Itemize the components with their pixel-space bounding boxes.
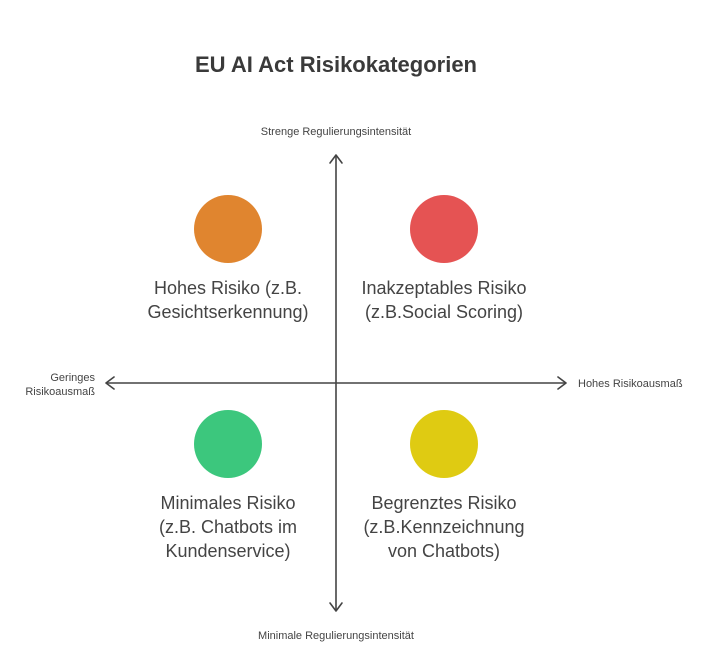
unacceptable-risk-dot [410,195,478,263]
axis-label-top: Strenge Regulierungsintensität [260,126,412,138]
axis-label-right: Hohes Risikoausmaß [578,378,683,390]
minimal-risk-label: Minimales Risiko (z.B. Chatbots im Kunde… [158,493,298,561]
minimal-risk-dot [194,410,262,478]
limited-risk-label: Begrenztes Risiko (z.B.Kennzeichnung von… [363,493,525,561]
right-arrow-icon [557,376,567,390]
high-risk-dot [194,195,262,263]
limited-risk-dot [410,410,478,478]
axis-label-left: Geringes Risikoausmaß [25,372,95,398]
axis-label-bottom: Minimale Regulierungsintensität [258,630,414,642]
left-arrow-icon [105,376,115,390]
down-arrow-icon [329,602,343,612]
diagram-title: EU AI Act Risikokategorien [195,52,477,77]
up-arrow-icon [329,154,343,164]
unacceptable-risk-label: Inakzeptables Risiko (z.B.Social Scoring… [361,278,527,322]
high-risk-label: Hohes Risiko (z.B. Gesichtserkennung) [147,278,309,322]
